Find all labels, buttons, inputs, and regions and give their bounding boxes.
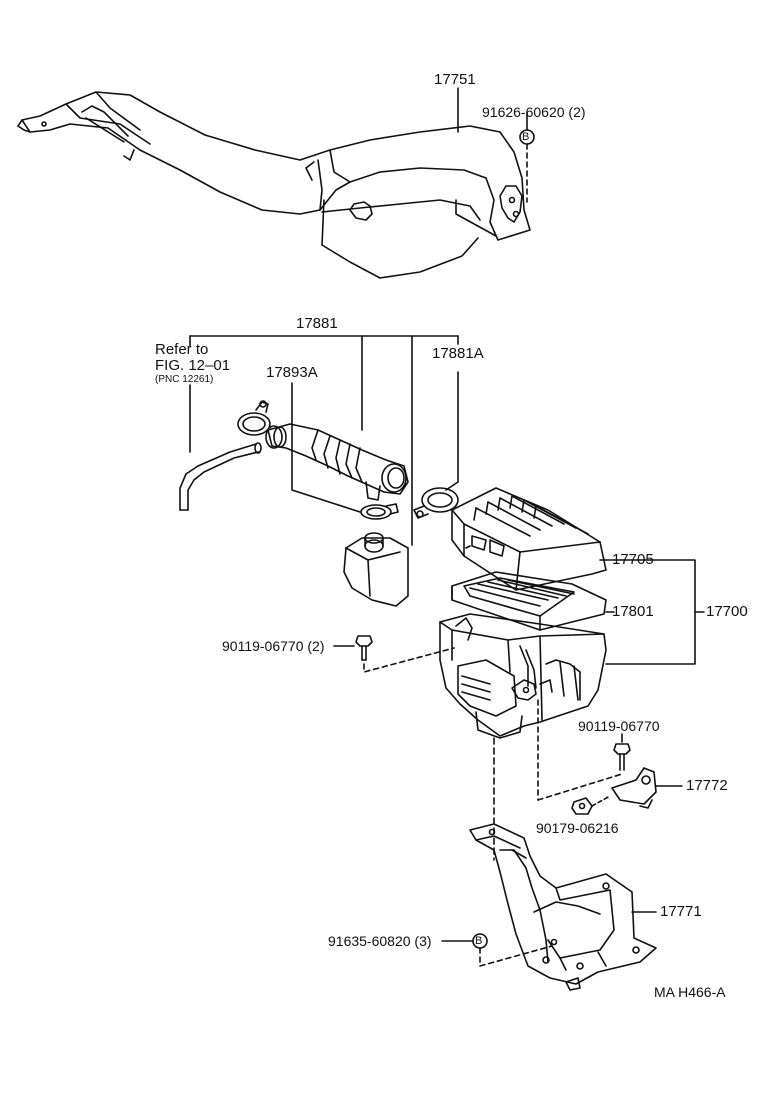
air-cleaner-case <box>439 613 607 739</box>
refer-line-3: (PNC 12261) <box>155 374 214 385</box>
b-marker-upper-letter: B <box>522 131 530 143</box>
part-label-17893A: 17893A <box>266 364 318 381</box>
bracket-17772 <box>611 767 683 809</box>
part-label-17772: 17772 <box>686 777 728 794</box>
part-label-17751: 17751 <box>434 71 476 88</box>
part-label-17700: 17700 <box>706 603 748 620</box>
part-label-17881: 17881 <box>296 315 338 332</box>
diagram-reference-code: MA H466-A <box>654 984 726 1000</box>
refer-line-1: Refer to <box>155 341 209 358</box>
support-bracket-17771 <box>469 823 657 991</box>
refer-line-2: FIG. 12–01 <box>155 357 231 374</box>
air-cleaner-cap-17705 <box>451 487 607 591</box>
intake-hose-17881 <box>265 423 409 501</box>
part-label-91635: 91635-60820 (3) <box>328 933 432 949</box>
resonator <box>343 532 409 607</box>
intake-duct-17751 <box>17 91 531 279</box>
part-label-17771: 17771 <box>660 903 702 920</box>
part-label-90179-06216: 90179-06216 <box>536 820 619 836</box>
part-label-90119-06770: 90119-06770 <box>578 718 660 734</box>
hose-clamp-17893A <box>237 400 271 436</box>
bolt-90119-06770 <box>537 699 631 801</box>
leader-17881 <box>189 335 459 546</box>
part-label-17801: 17801 <box>612 603 654 620</box>
part-label-17705: 17705 <box>612 551 654 568</box>
hose-clamp-17881A <box>413 487 459 519</box>
nut-90179-06216 <box>571 795 611 815</box>
bolt-90119-06770-2 <box>333 635 455 673</box>
part-label-91626: 91626-60620 (2) <box>482 104 586 120</box>
filter-element-17801 <box>451 571 607 631</box>
part-label-90119-06770-2: 90119-06770 (2) <box>222 638 325 654</box>
breather-hose <box>179 442 262 511</box>
small-clamp <box>360 503 399 520</box>
part-label-17881A: 17881A <box>432 345 484 362</box>
b-marker-lower-letter: B <box>475 935 483 947</box>
